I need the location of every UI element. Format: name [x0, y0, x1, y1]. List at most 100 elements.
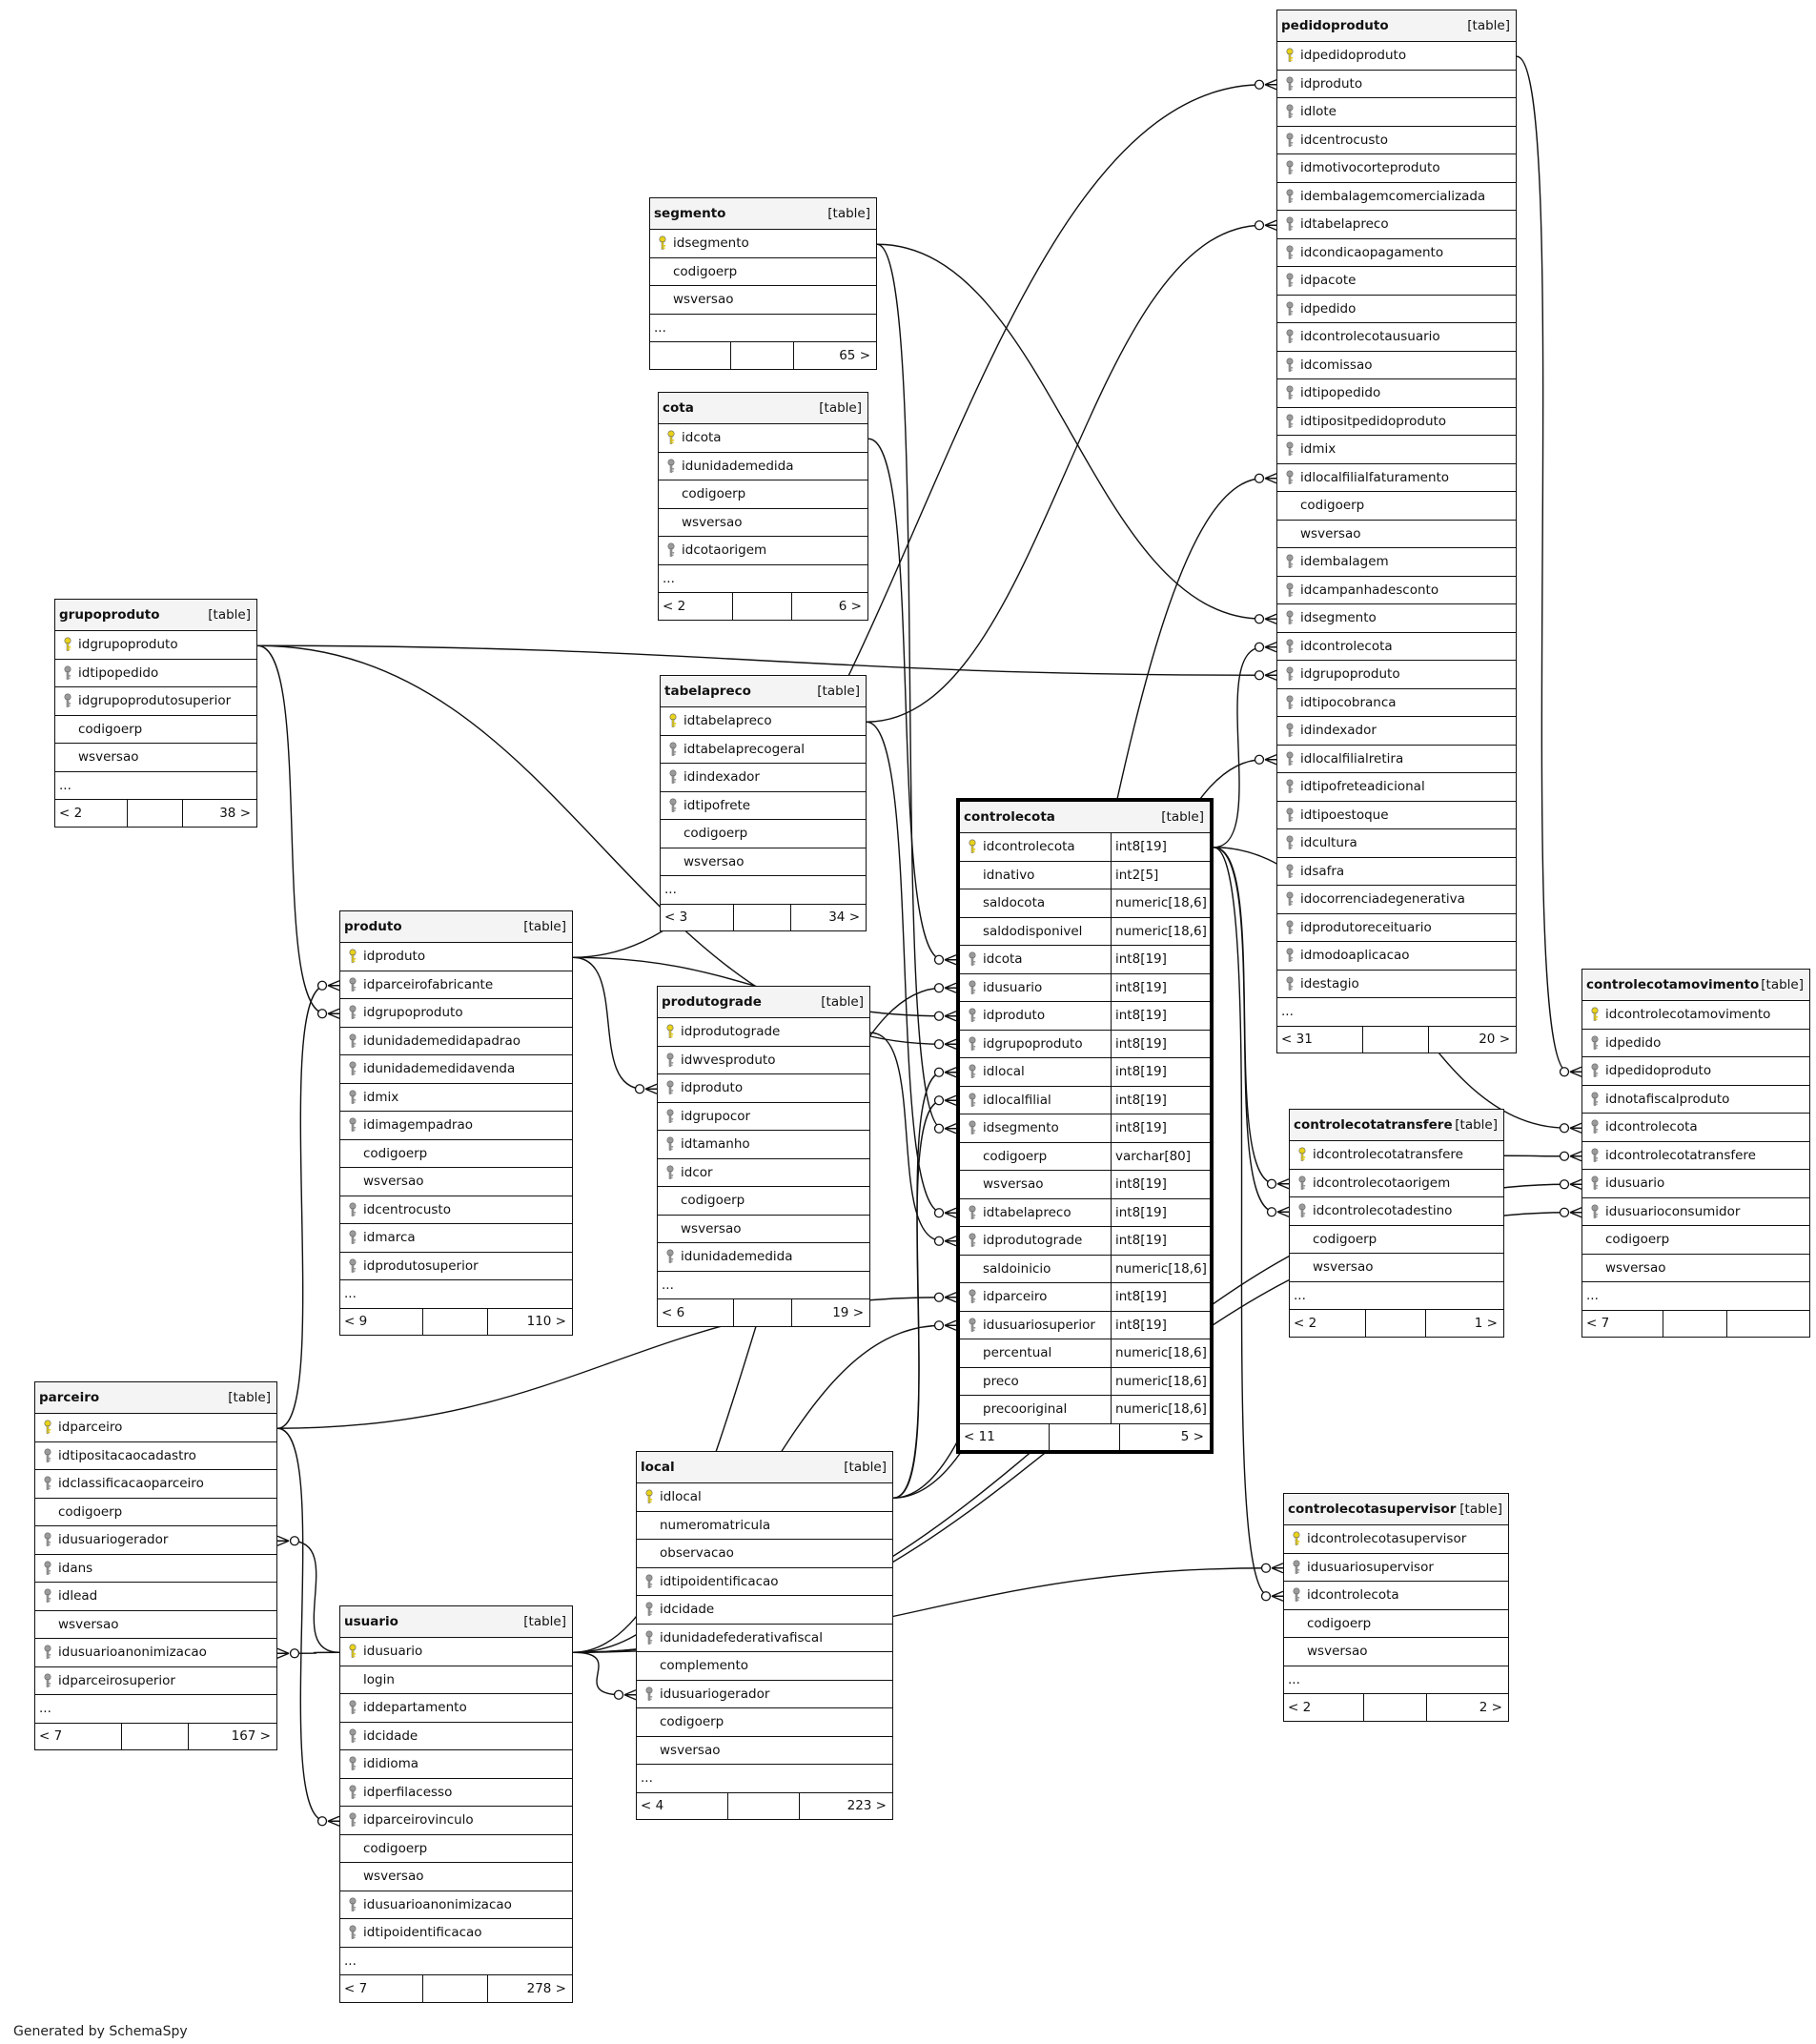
children-count[interactable]: 278 >	[526, 1980, 566, 1996]
children-count[interactable]: 20 >	[1479, 1032, 1510, 1048]
column-row[interactable]: codigoerp	[1290, 1226, 1503, 1254]
column-row[interactable]: codigoerp	[1284, 1610, 1508, 1638]
column-row[interactable]: idclassificacaoparceiro	[35, 1470, 276, 1499]
column-row[interactable]: wsversao	[340, 1863, 572, 1891]
column-row[interactable]: idunidademedida	[658, 1243, 869, 1272]
column-row[interactable]: codigoerp	[637, 1708, 892, 1737]
column-row[interactable]: wsversao	[661, 848, 866, 876]
parents-count[interactable]: < 7	[35, 1723, 122, 1749]
column-row[interactable]: idproduto	[340, 943, 572, 971]
column-row[interactable]: codigoerp	[35, 1499, 276, 1526]
children-count[interactable]: 223 >	[847, 1798, 887, 1814]
parents-count[interactable]: < 31	[1277, 1026, 1363, 1053]
column-row[interactable]: idcontrolecotamovimento	[1582, 1001, 1809, 1030]
parents-count[interactable]: < 6	[658, 1299, 734, 1326]
children-count[interactable]	[1727, 1311, 1809, 1338]
column-row[interactable]: codigoerp	[661, 820, 866, 848]
column-row[interactable]: idlote	[1277, 98, 1516, 127]
column-row[interactable]: idusuario	[1582, 1170, 1809, 1198]
column-row[interactable]: ididioma	[340, 1750, 572, 1779]
column-row[interactable]: login	[340, 1666, 572, 1694]
column-row[interactable]: idgrupocor	[658, 1103, 869, 1131]
column-row[interactable]: idcontrolecota	[1284, 1582, 1508, 1610]
column-row[interactable]: idunidademedida	[659, 453, 867, 480]
column-row[interactable]: numeromatricula	[637, 1512, 892, 1540]
column-row[interactable]: idunidademedidapadrao	[340, 1028, 572, 1055]
column-row[interactable]: codigoerp	[658, 1187, 869, 1216]
column-row[interactable]: idcondicaopagamento	[1277, 239, 1516, 267]
column-row[interactable]: idtipopedido	[55, 660, 256, 687]
column-row[interactable]: idperfilacesso	[340, 1779, 572, 1807]
children-count[interactable]: 1 >	[1474, 1315, 1498, 1331]
parents-count[interactable]: < 2	[1290, 1310, 1367, 1337]
column-row[interactable]: wsversao	[650, 286, 876, 315]
column-row[interactable]: idusuarioanonimizacao	[35, 1639, 276, 1667]
column-row[interactable]: idpedidoproduto	[1582, 1057, 1809, 1086]
column-row[interactable]: idusuariogerador	[35, 1526, 276, 1555]
column-row[interactable]: idsafra	[1277, 858, 1516, 886]
parents-count[interactable]: < 11	[960, 1423, 1051, 1450]
column-row[interactable]: idtipoestoque	[1277, 802, 1516, 829]
column-row[interactable]: idprodutograde	[658, 1018, 869, 1047]
column-row[interactable]: idtipopedido	[1277, 379, 1516, 408]
column-row[interactable]: idcampanhadesconto	[1277, 577, 1516, 604]
column-row[interactable]: idwvesproduto	[658, 1047, 869, 1074]
column-row[interactable]: idparceiro	[35, 1414, 276, 1442]
column-row[interactable]: idproduto	[658, 1074, 869, 1103]
column-row[interactable]: idindexador	[661, 764, 866, 792]
column-row[interactable]: wsversao	[55, 744, 256, 772]
column-row[interactable]: idmix	[340, 1084, 572, 1112]
column-row[interactable]: idpedido	[1582, 1030, 1809, 1057]
column-row[interactable]: idcidade	[340, 1723, 572, 1750]
column-row[interactable]: wsversao	[658, 1216, 869, 1243]
column-row[interactable]: idtipocobranca	[1277, 689, 1516, 717]
column-row[interactable]: idusuariosupervisor	[1284, 1554, 1508, 1582]
column-row[interactable]: wsversao	[1290, 1254, 1503, 1282]
column-row[interactable]: idtipofrete	[661, 792, 866, 820]
column-row[interactable]: idtipoidentificacao	[637, 1568, 892, 1596]
column-row[interactable]: idusuarioconsumidor	[1582, 1198, 1809, 1226]
column-row[interactable]: codigoerp	[55, 716, 256, 744]
column-row[interactable]: observacao	[637, 1540, 892, 1568]
column-row[interactable]: codigoerp	[340, 1140, 572, 1168]
column-row[interactable]: idproduto	[1277, 71, 1516, 98]
column-row[interactable]: iddepartamento	[340, 1694, 572, 1723]
column-row[interactable]: wsversao	[659, 509, 867, 537]
column-row[interactable]: idtipositpedidoproduto	[1277, 408, 1516, 436]
column-row[interactable]: idtabelaprecogeral	[661, 736, 866, 764]
column-row[interactable]: idtipositacaocadastro	[35, 1442, 276, 1470]
column-row[interactable]: idtabelapreco	[661, 707, 866, 736]
parents-count[interactable]: < 9	[340, 1308, 424, 1335]
children-count[interactable]: 19 >	[832, 1304, 864, 1320]
column-row[interactable]: complemento	[637, 1652, 892, 1681]
column-row[interactable]: idmarca	[340, 1224, 572, 1253]
column-row[interactable]: wsversao	[1284, 1638, 1508, 1666]
column-row[interactable]: wsversao	[1277, 521, 1516, 548]
parents-count[interactable]	[650, 342, 731, 369]
column-row[interactable]: codigoerp	[1277, 492, 1516, 521]
column-row[interactable]: idmodoaplicacao	[1277, 942, 1516, 971]
column-row[interactable]: idcontrolecotadestino	[1290, 1197, 1503, 1226]
children-count[interactable]: 34 >	[828, 910, 860, 926]
children-count[interactable]: 6 >	[838, 598, 862, 614]
column-row[interactable]: idsegmento	[1277, 604, 1516, 633]
column-row[interactable]: idgrupoproduto	[55, 631, 256, 660]
table-controlecotatransfere[interactable]: controlecotatransfere[table]idcontroleco…	[1289, 1109, 1504, 1338]
column-row[interactable]: idparceirovinculo	[340, 1807, 572, 1835]
column-row[interactable]: idmix	[1277, 436, 1516, 464]
